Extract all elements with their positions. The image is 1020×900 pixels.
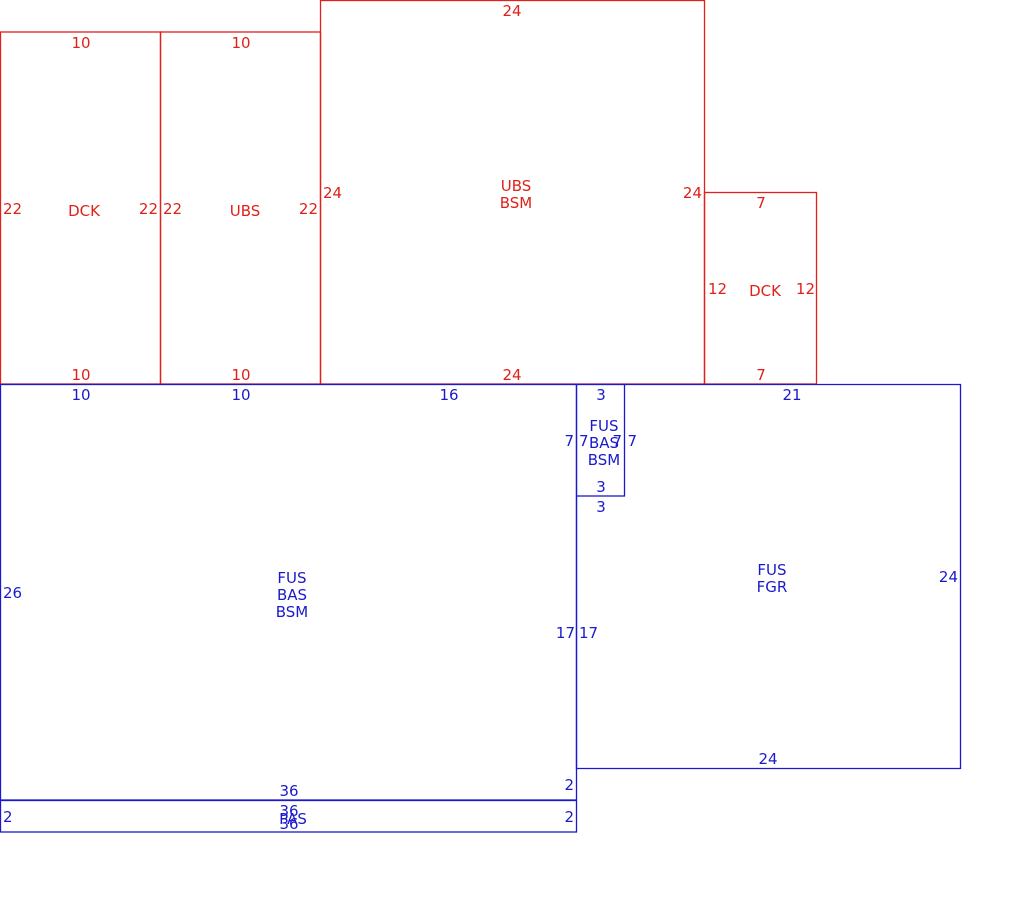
- ubs-small-dim-right: 22: [299, 200, 318, 218]
- fus-fgr-label-line1: FUS: [757, 561, 786, 579]
- ubs-bsm-label-line2: BSM: [500, 194, 533, 212]
- fus-fgr-dim-top: 21: [782, 386, 801, 404]
- fus-bas-bsm-main-dim-left: 26: [3, 584, 22, 602]
- fus-bas-bsm-main-label-line1: FUS: [277, 569, 306, 587]
- ubs-bsm-dim-right: 24: [683, 184, 702, 202]
- fus-bas-bsm-main-dim-top-c: 16: [439, 386, 458, 404]
- dck-left-label: DCK: [68, 202, 101, 220]
- fus-bas-bsm-small-label-line2: BAS: [589, 434, 619, 452]
- area-dck-right: DCK 7 7 12 12: [703, 191, 818, 385]
- fus-bas-bsm-main-dim-right: 17: [556, 624, 575, 642]
- area-ubs-small: UBS 10 10 22 22: [159, 31, 322, 385]
- fus-bas-bsm-main-dim-bottom-right: 2: [564, 776, 574, 794]
- ubs-bsm-dim-bottom: 24: [502, 366, 521, 384]
- fus-bas-bsm-small-label-line3: BSM: [588, 451, 621, 469]
- dck-right-dim-left: 12: [708, 280, 727, 298]
- dck-right-dim-right: 12: [796, 280, 815, 298]
- fus-fgr-dim-left-inner-b: 7: [627, 432, 637, 450]
- fus-bas-bsm-small-dim-left: 7: [579, 432, 589, 450]
- fus-fgr-label-line2: FGR: [757, 578, 788, 596]
- pas-dim-left: 2: [3, 808, 13, 826]
- ubs-bsm-dim-left: 24: [323, 184, 342, 202]
- pas-label: PAS: [279, 810, 307, 828]
- ubs-small-label: UBS: [230, 202, 261, 220]
- dck-right-label: DCK: [749, 282, 782, 300]
- pas-dim-bottom: 36: [279, 815, 298, 833]
- dck-left-dim-right: 22: [139, 200, 158, 218]
- fus-bas-bsm-main-dim-top-b: 10: [231, 386, 250, 404]
- pas-dim-right: 2: [564, 808, 574, 826]
- fus-fgr-dim-right: 24: [939, 568, 958, 586]
- area-ubs-bsm: UBS BSM 24 24 24 24: [319, 0, 706, 385]
- ubs-small-dim-left: 22: [163, 200, 182, 218]
- pas-outline: [0, 799, 578, 833]
- fus-fgr-dim-left-inner-a: 7: [564, 432, 574, 450]
- area-pas: PAS 36 36 2 2: [0, 799, 578, 833]
- area-dck-left: DCK 10 10 22 22: [0, 31, 162, 385]
- fus-fgr-dim-bottom: 24: [758, 750, 777, 768]
- fus-fgr-outline: [575, 383, 962, 770]
- fus-bas-bsm-main-dim-bottom: 36: [279, 782, 298, 800]
- area-fus-fgr: FUS FGR 21 24 3 17 24 7 7: [564, 383, 962, 770]
- ubs-bsm-dim-top: 24: [502, 2, 521, 20]
- dck-right-dim-top: 7: [756, 194, 766, 212]
- area-fus-bas-bsm-small: FUS BAS BSM 3 3 7 7: [575, 383, 626, 497]
- dck-left-dim-top: 10: [71, 34, 90, 52]
- fus-bas-bsm-main-dim-top-a: 10: [71, 386, 90, 404]
- ubs-bsm-label-line1: UBS: [501, 177, 532, 195]
- fus-bas-bsm-small-outline: [575, 383, 626, 497]
- fus-bas-bsm-small-dim-right: 7: [612, 432, 622, 450]
- fus-fgr-dim-left: 17: [579, 624, 598, 642]
- dck-left-dim-left: 22: [3, 200, 22, 218]
- area-fus-bas-bsm-main: FUS BAS BSM 10 10 16 26 17 36 2: [0, 383, 578, 801]
- pas-dim-top: 36: [279, 802, 298, 820]
- ubs-small-dim-bottom: 10: [231, 366, 250, 384]
- fus-bas-bsm-small-dim-bottom: 3: [596, 478, 606, 496]
- fus-fgr-dim-left-top: 3: [596, 498, 606, 516]
- fus-bas-bsm-small-dim-top: 3: [596, 386, 606, 404]
- ubs-small-dim-top: 10: [231, 34, 250, 52]
- fus-bas-bsm-small-label-line1: FUS: [589, 417, 618, 435]
- fus-bas-bsm-main-label-line2: BAS: [277, 586, 307, 604]
- fus-bas-bsm-main-label-line3: BSM: [276, 603, 309, 621]
- dck-left-dim-bottom: 10: [71, 366, 90, 384]
- dck-right-dim-bottom: 7: [756, 366, 766, 384]
